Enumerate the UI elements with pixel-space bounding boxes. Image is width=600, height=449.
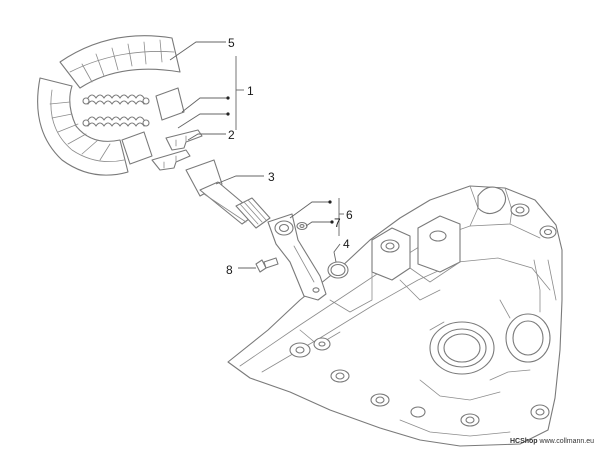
retaining-clips-drawing	[151, 129, 203, 171]
brake-cam-shaft-drawing	[185, 159, 271, 229]
footer-brand: HCShop	[509, 438, 538, 445]
callout-5: 5	[228, 36, 235, 50]
footer-credit: HCShop www.collmann.eu	[510, 438, 594, 445]
bolt-drawing	[255, 257, 279, 273]
washer-drawing	[296, 221, 308, 231]
callout-6: 6	[346, 208, 353, 222]
callout-4: 4	[343, 237, 350, 251]
footer-url[interactable]: www.collmann.eu	[539, 438, 594, 445]
brake-lever-drawing	[267, 213, 327, 301]
engine-case-drawing	[227, 185, 563, 447]
callout-8: 8	[226, 263, 233, 277]
callout-3: 3	[268, 170, 275, 184]
leader-lines	[169, 41, 344, 269]
o-ring-drawing	[327, 261, 349, 279]
callout-1: 1	[247, 84, 254, 98]
callout-2: 2	[228, 128, 235, 142]
brake-shoes-drawing	[37, 35, 185, 176]
callout-7: 7	[334, 216, 341, 230]
bracket-dots	[226, 96, 334, 224]
